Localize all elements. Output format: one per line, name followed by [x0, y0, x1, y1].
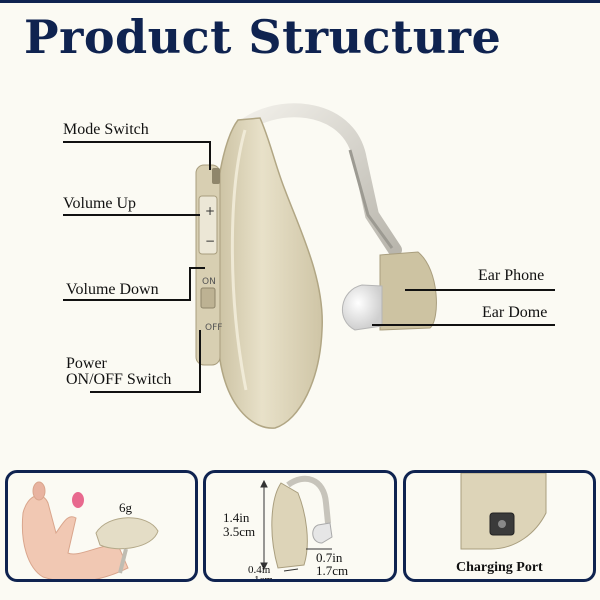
callout-lines: [63, 141, 555, 393]
off-mark: OFF: [205, 323, 222, 333]
volume-rocker[interactable]: [198, 195, 218, 255]
weight-panel: 6g: [5, 470, 198, 582]
hand-holding-device-image: [21, 481, 159, 579]
charging-panel: Charging Port: [403, 470, 596, 582]
top-accent-bar: [0, 0, 600, 3]
height-cm-label: 3.5cm: [223, 524, 256, 539]
device-bottom-view: [460, 473, 547, 550]
volume-down-label: Volume Down: [66, 281, 159, 298]
height-in-label: 1.4in: [223, 510, 250, 525]
hearing-aid-illustration: + − ON OFF: [195, 103, 437, 429]
power-switch[interactable]: [200, 287, 216, 309]
height-arrow-bottom: [260, 562, 268, 571]
mode-switch-button[interactable]: [212, 168, 220, 184]
mode-switch-leader: [63, 141, 211, 170]
on-mark: ON: [202, 277, 216, 287]
fingertip: [32, 481, 46, 501]
ear-dome: [341, 284, 383, 331]
sound-tube: [348, 149, 394, 249]
power-label-line2: ON/OFF Switch: [66, 371, 172, 388]
power-label-line1: Power: [66, 355, 107, 372]
volume-down-leader: [63, 267, 205, 301]
hand-shape: [21, 495, 129, 579]
volume-plus-mark: +: [205, 204, 215, 218]
dim-ear-hook: [286, 475, 331, 524]
charging-port-socket: [498, 520, 506, 528]
ear-phone-label: Ear Phone: [478, 267, 545, 284]
dim-ear-dome: [312, 522, 333, 544]
power-leader: [90, 330, 201, 393]
width-in-label: 0.4in: [248, 564, 271, 576]
charging-port-label: Charging Port: [456, 560, 543, 575]
volume-up-label: Volume Up: [63, 195, 137, 212]
depth-cm-label: 1.7cm: [316, 563, 349, 578]
volume-minus-mark: −: [205, 234, 215, 248]
dimensions-diagram: [260, 475, 333, 572]
body-highlight: [230, 129, 248, 391]
width-cm-label: 1cm: [254, 574, 273, 582]
width-dimension-line: [283, 568, 299, 572]
charging-port-image: [460, 473, 547, 550]
dimensions-panel: 1.4in 3.5cm 0.7in 1.7cm 0.4in 1cm: [203, 470, 397, 582]
page-title: Product Structure: [24, 10, 502, 64]
weight-label: 6g: [119, 500, 132, 515]
ear-dome-label: Ear Dome: [482, 304, 548, 321]
small-device-tube: [118, 548, 128, 574]
mode-switch-label: Mode Switch: [63, 121, 149, 138]
height-arrow-top: [260, 479, 268, 488]
small-device: [95, 517, 159, 550]
dim-device-body: [271, 482, 308, 569]
fingernail: [72, 492, 84, 508]
depth-in-label: 0.7in: [316, 550, 343, 565]
